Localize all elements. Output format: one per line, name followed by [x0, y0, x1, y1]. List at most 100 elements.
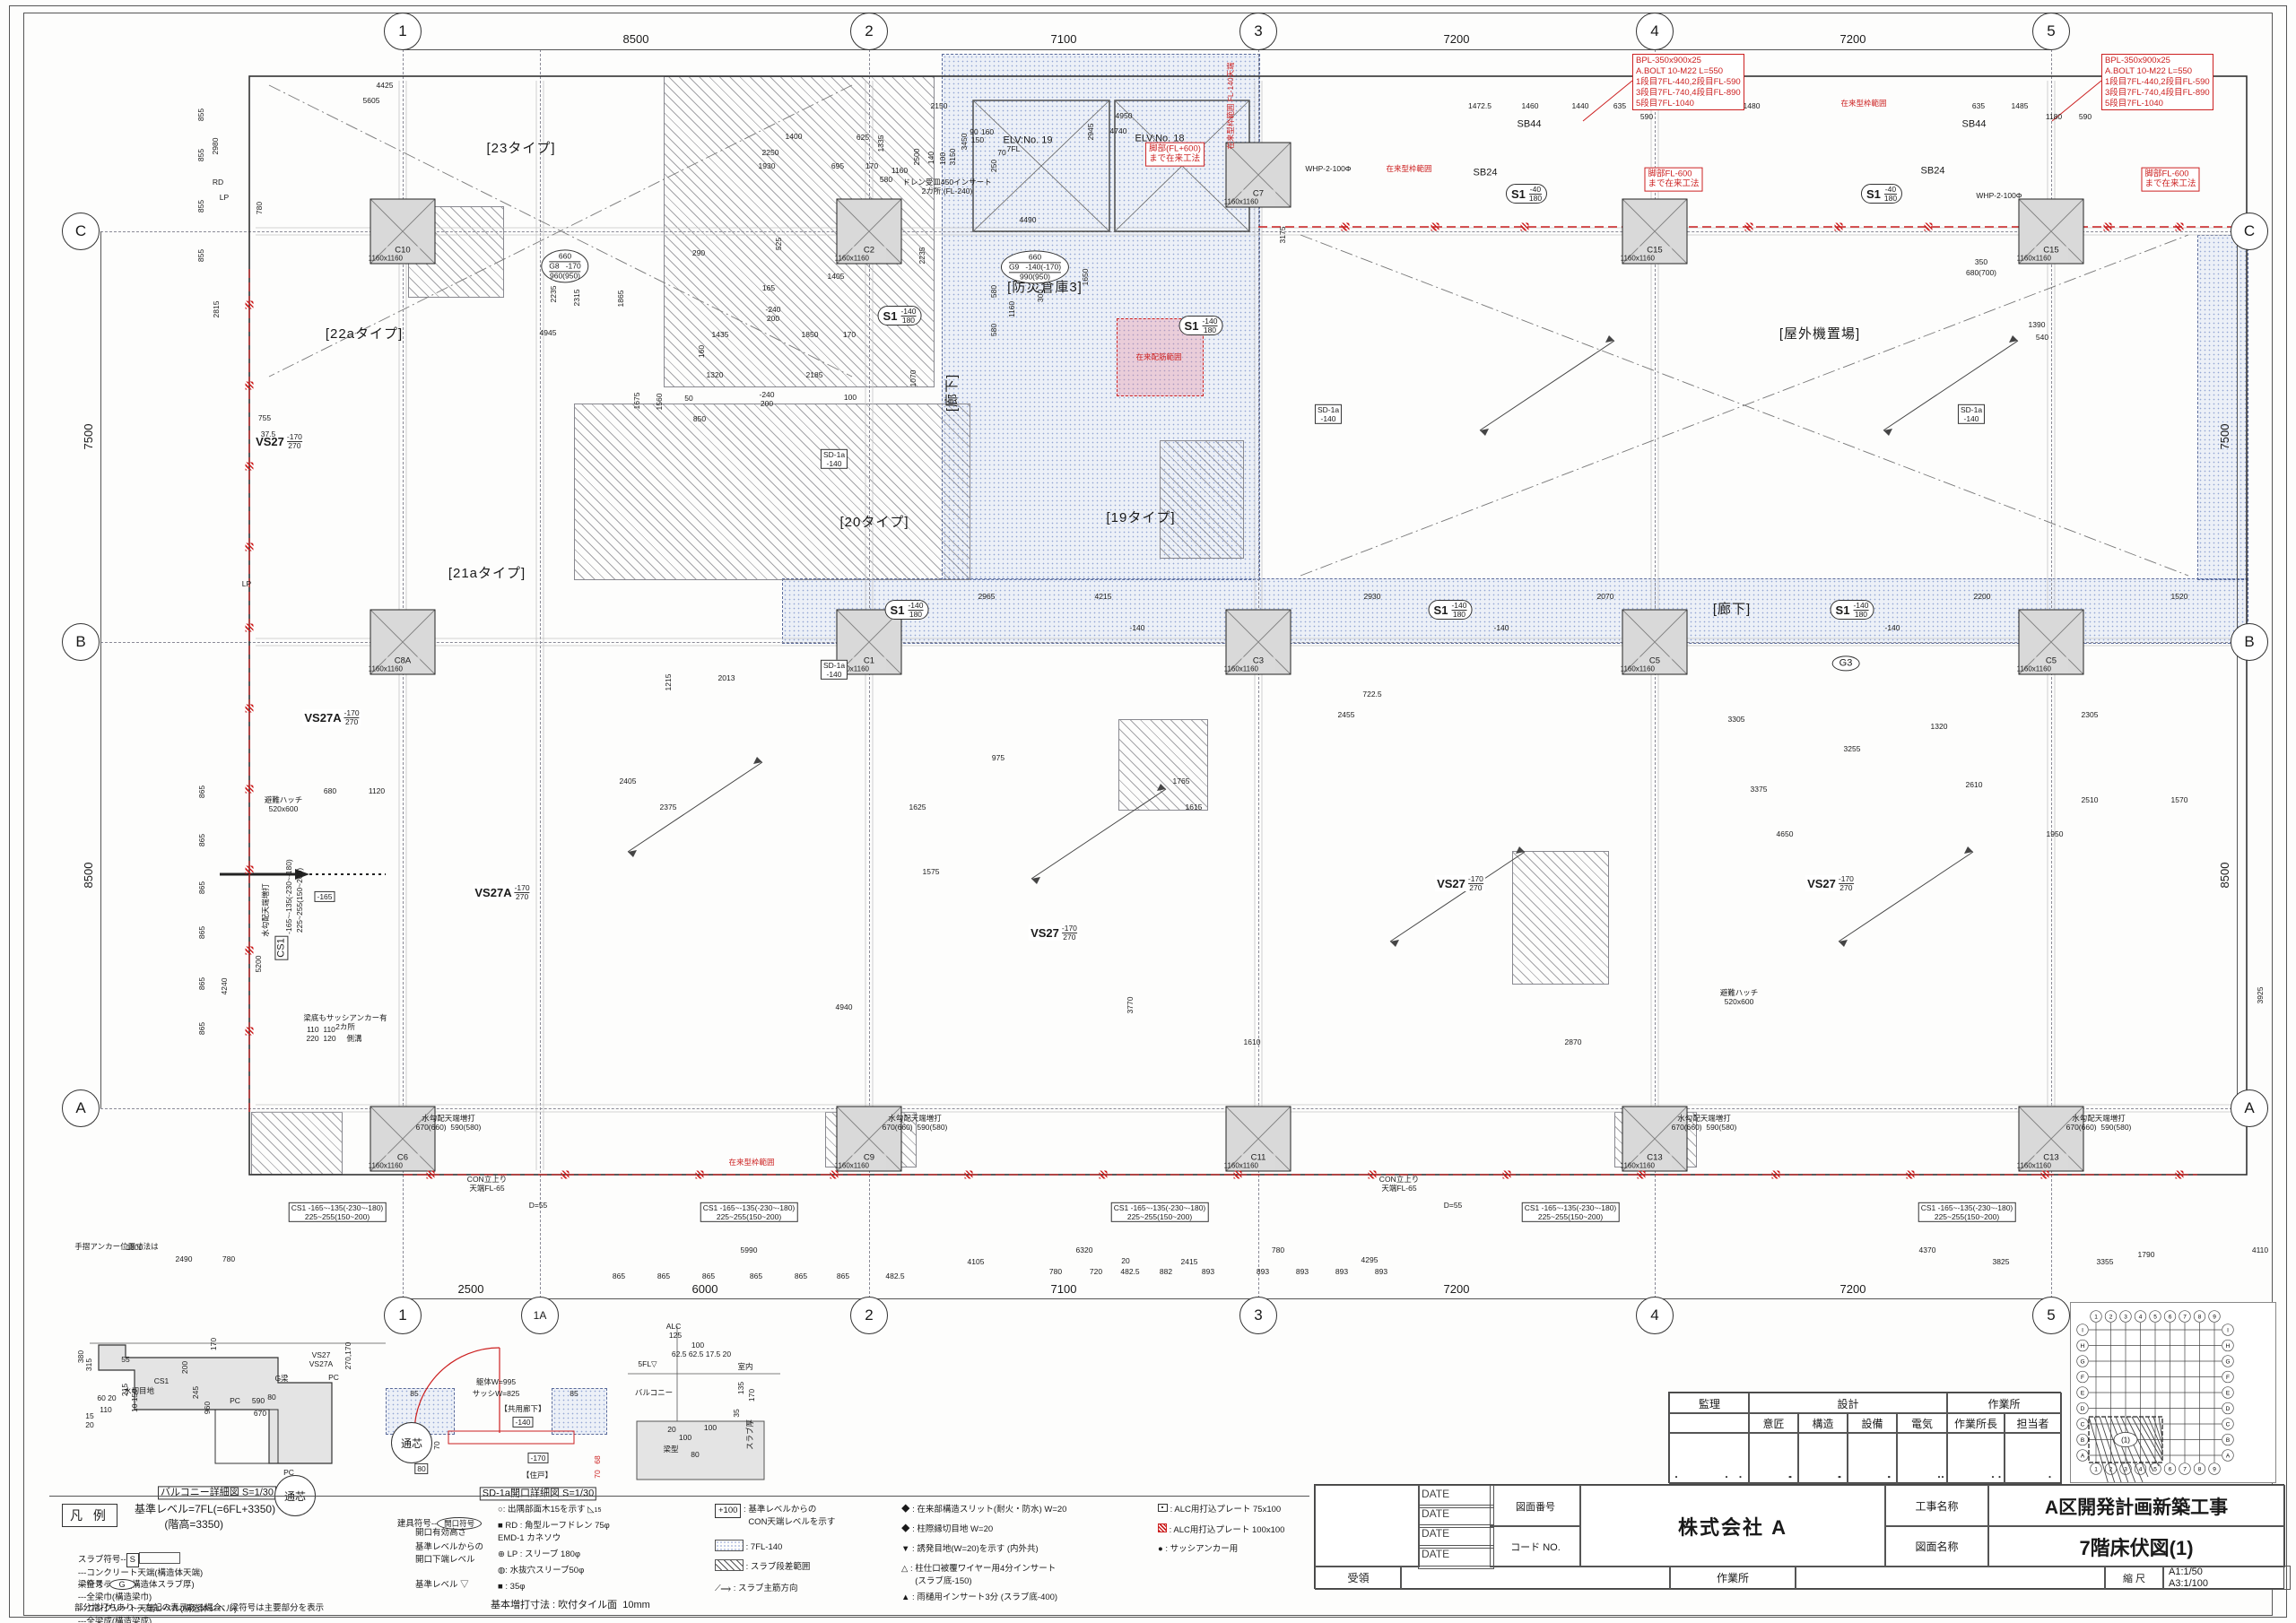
keyplan-col-9: 9 — [2208, 1462, 2221, 1475]
legend-kaikou-desc1: 開口有効高さ — [415, 1528, 467, 1538]
svg-text:2: 2 — [2109, 1466, 2113, 1472]
mark-thickness: 180 — [1203, 325, 1217, 334]
mark-name: VS27A — [474, 885, 512, 899]
dimension-text: 4215 — [1094, 591, 1112, 601]
legend-beam-symbol-label: 梁符号-- — [77, 1579, 109, 1590]
alc-plate-tick — [1341, 222, 1350, 231]
svg-text:8: 8 — [2198, 1314, 2202, 1320]
mark-thickness: 270 — [1063, 932, 1076, 942]
annotation-label: 梁底もサッシアンカー有 2カ所 — [303, 1012, 387, 1031]
legend-drain-item: ◍: 水抜穴スリーブ50φ — [498, 1566, 585, 1575]
mark-thickness: 180 — [1883, 193, 1898, 203]
dimension-text: 4950 — [1115, 110, 1133, 120]
grid-bubble-bottom-5: 5 — [2032, 1297, 2070, 1334]
svg-text:9: 9 — [2213, 1314, 2216, 1320]
right-dim: 8500 — [2218, 862, 2232, 889]
dimension-text: 755 — [257, 412, 272, 422]
mark-level: -170 — [344, 708, 360, 718]
annotation-label: 梁型 — [663, 1444, 679, 1454]
alc-plate-tick — [426, 1170, 435, 1179]
date-cell-4: DATE — [1418, 1545, 1494, 1569]
beam-mark-line: 660 — [1028, 252, 1042, 262]
dimension-text: 695 — [831, 161, 845, 170]
dimension-text: 893 — [1256, 1266, 1270, 1276]
dimension-text: 865 — [612, 1271, 626, 1280]
slab-region-7fl-140 — [782, 578, 2248, 644]
svg-text:G: G — [2080, 1358, 2084, 1365]
svg-text:4: 4 — [2139, 1314, 2143, 1320]
sheet-outer-border — [9, 5, 2287, 1618]
dimension-text: 865 — [196, 1021, 206, 1036]
dimension-text: 855 — [196, 199, 205, 213]
grid-bubble-top-2: 2 — [850, 13, 888, 50]
dimension-text: 1405 — [827, 271, 845, 281]
slab-step-region — [251, 1112, 343, 1175]
svg-text:D: D — [2226, 1406, 2231, 1412]
keyplan-col-7: 7 — [2179, 1310, 2191, 1323]
dimension-text: 220 120 — [306, 1033, 336, 1043]
legend-slab-symbol-label: スラブ符号-- — [77, 1554, 126, 1565]
mark-level: -40 — [1528, 185, 1543, 195]
svg-text:4: 4 — [2139, 1466, 2143, 1472]
keyplan-row-I: I — [2222, 1324, 2234, 1336]
zairai-range-note: 在来型枠範囲 — [1840, 98, 1887, 108]
annotation-label: SD-1a -140 — [820, 448, 848, 470]
alc-plate-tick — [245, 865, 254, 874]
keyplan-col-6: 6 — [2163, 1310, 2177, 1323]
legend-alc75-item: : ALC用打込プレート 75x100 — [1158, 1504, 1281, 1516]
sheet-title: 7階床伏図(1) — [1987, 1525, 2285, 1567]
alc-plate-tick — [1368, 1170, 1377, 1179]
legend-joint-item: ◆ : 柱際縁切目地 W=20 — [901, 1524, 994, 1534]
dimension-text: 780 — [254, 201, 264, 215]
dimension-text: 1950 — [2046, 829, 2064, 838]
annotation-label: G梁 — [274, 1373, 289, 1383]
dimension-text: 3255 — [1843, 743, 1861, 753]
alc-plate-tick — [245, 1027, 254, 1036]
svg-text:C: C — [2226, 1421, 2231, 1428]
grid-line-A — [100, 1108, 2237, 1109]
keyplan-row-A: A — [2076, 1449, 2089, 1462]
keyplan-row-C: C — [2076, 1418, 2089, 1430]
project-name: A区開発計画新築工事 — [1987, 1485, 2285, 1527]
annotation-label: ELV:No. 18 — [1135, 133, 1185, 144]
beam-mark-line: G8 -170 — [549, 261, 581, 272]
zairai-method-note: 脚部FL-600 まで在来工法 — [1644, 167, 1703, 192]
annotation-label: RD — [212, 177, 224, 187]
mark-name: S1 — [890, 603, 905, 617]
annotation-label: -165~-135(-230~-180) — [283, 859, 293, 934]
keyplan-row-G: G — [2076, 1355, 2089, 1367]
column-size: 1160x1160 — [1620, 664, 1655, 673]
grid-bubble-right-C: C — [2231, 213, 2268, 250]
dimension-text: 2930 — [1363, 591, 1381, 601]
annotation-label: D=55 — [1443, 1200, 1463, 1210]
dimension-text: 1930 — [758, 161, 776, 170]
keyplan-zone-label: (1) — [2121, 1436, 2130, 1445]
dimension-text: 2455 — [1337, 709, 1355, 719]
mark-name: VS27A — [304, 710, 342, 725]
legend-mashiuchi: 部分増打ちあり ---左記の表示ある場合、梁符号は主要部分を表示 — [74, 1603, 325, 1613]
svg-text:A: A — [2081, 1453, 2085, 1459]
legend-slab-desc: ---コンクリート天端(構造体天端) ---全スラブ厚(構造体スラブ厚) — [77, 1567, 204, 1591]
room-label: [20タイプ] — [839, 515, 909, 530]
sheet-title-label: 図面名称 — [1884, 1525, 1989, 1567]
column-size: 1160x1160 — [2016, 254, 2051, 263]
dimension-text: 170 — [865, 161, 879, 170]
dimension-text: 1180 — [2045, 111, 2063, 121]
anchor-bolt-note-line: 3段目7FL-740,4段目FL-890 — [1636, 87, 1741, 98]
bottom-dim: 2500 — [457, 1282, 484, 1297]
dimension-text: 170 — [842, 329, 857, 339]
dimension-text: 2185 — [805, 369, 823, 379]
legend-blue-swatch-item: : 7FL-140 — [715, 1540, 782, 1554]
dimension-text: 100 — [703, 1422, 718, 1432]
dimension-text: 80 — [267, 1392, 276, 1402]
bottom-dimension-line — [403, 1298, 2051, 1299]
dimension-text: 2235 — [917, 247, 926, 265]
beam-mark-line: 960(950) — [549, 270, 581, 280]
beam-mark-line: 990(950) — [1019, 271, 1051, 281]
column-size: 1160x1160 — [2016, 664, 2051, 673]
keyplan-col-5: 5 — [2149, 1310, 2161, 1323]
mark-name: S1 — [1184, 318, 1199, 333]
